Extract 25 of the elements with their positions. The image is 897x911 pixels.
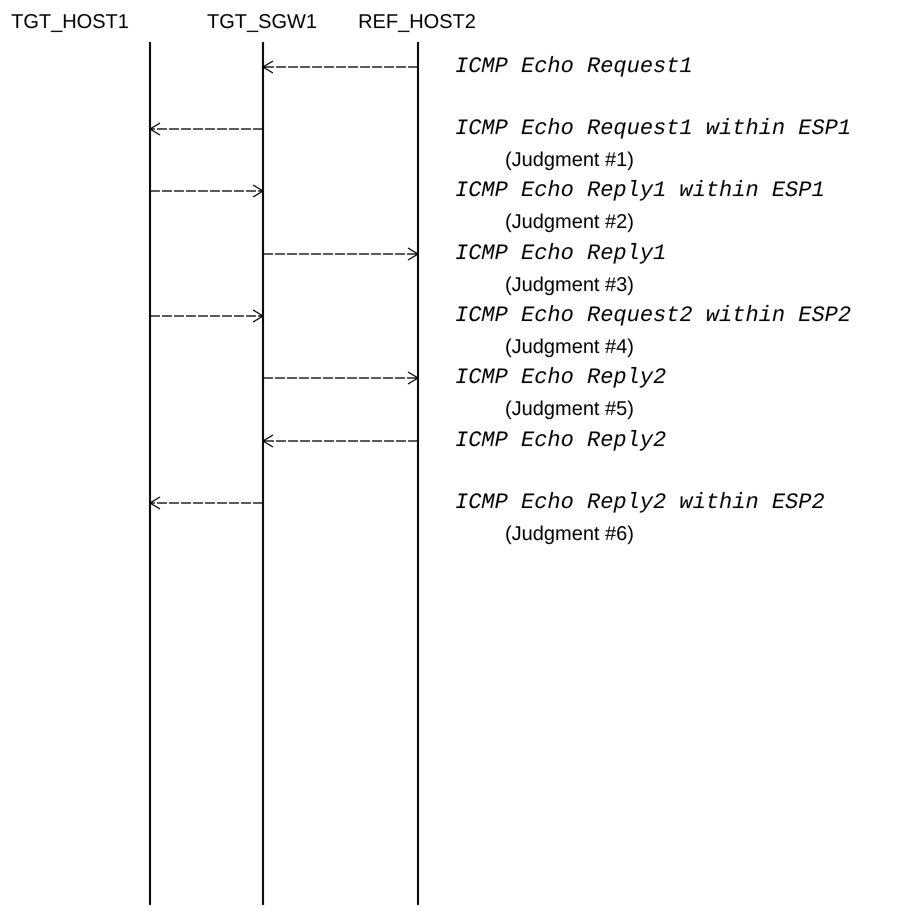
message-label: ICMP Echo Request2 within ESP2 (455, 303, 852, 329)
message-label: ICMP Echo Request1 within ESP1 (455, 116, 852, 142)
arrow (262, 60, 418, 74)
arrow (150, 184, 264, 198)
judgment-note: (Judgment #1) (505, 148, 634, 172)
message-label: ICMP Echo Reply2 (455, 428, 666, 454)
judgment-note: (Judgment #3) (505, 273, 634, 297)
participant-name: TGT_SGW1 (207, 10, 317, 34)
message-label: ICMP Echo Request1 (455, 54, 693, 80)
arrow (150, 309, 264, 323)
message-label: ICMP Echo Reply2 (455, 365, 666, 391)
judgment-note: (Judgment #2) (505, 210, 634, 234)
participant-name: REF_HOST2 (358, 10, 476, 34)
participant-name: TGT_HOST1 (11, 10, 129, 34)
arrow (262, 434, 418, 448)
arrow (263, 247, 419, 261)
arrow (149, 122, 263, 136)
arrow (263, 371, 419, 385)
arrow (149, 496, 263, 510)
judgment-note: (Judgment #4) (505, 335, 634, 359)
message-label: ICMP Echo Reply2 within ESP2 (455, 490, 825, 516)
judgment-note: (Judgment #6) (505, 522, 634, 546)
message-label: ICMP Echo Reply1 (455, 241, 666, 267)
message-label: ICMP Echo Reply1 within ESP1 (455, 178, 825, 204)
judgment-note: (Judgment #5) (505, 397, 634, 421)
